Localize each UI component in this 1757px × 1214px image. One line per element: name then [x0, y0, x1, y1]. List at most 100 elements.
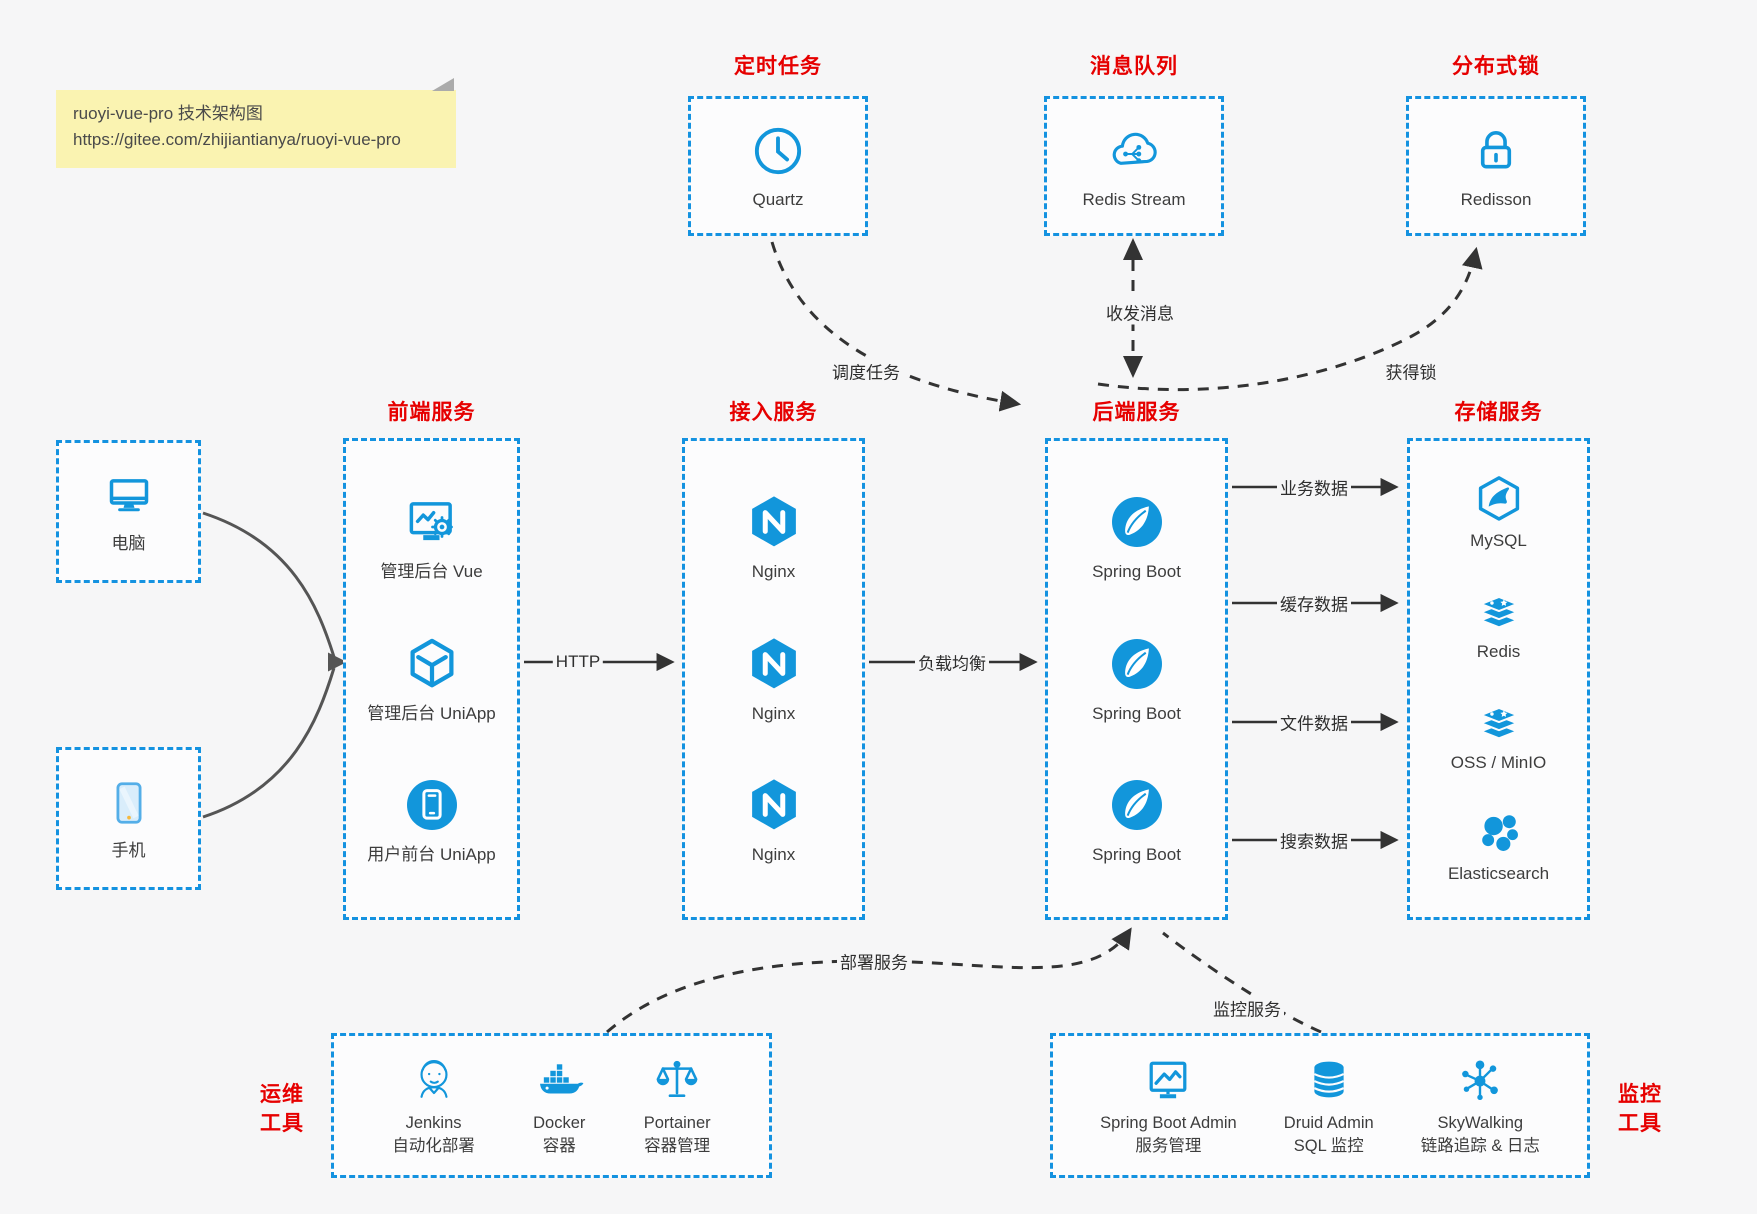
- lock-icon: [1467, 122, 1525, 180]
- item-label: MySQL: [1470, 531, 1527, 550]
- tool-item: SkyWalking 链路追踪 & 日志: [1421, 1054, 1540, 1158]
- service-item: Redisson: [1460, 122, 1532, 211]
- service-item: Elasticsearch: [1410, 806, 1587, 885]
- sticky-note: ruoyi-vue-pro 技术架构图 https://gitee.com/zh…: [56, 78, 456, 168]
- edge-label-acquire-lock: 获得锁: [1382, 358, 1440, 384]
- edge-monitor-service: [1162, 931, 1322, 1034]
- section-title-backend-services: 后端服务: [1092, 401, 1181, 424]
- redis-icon: [1473, 584, 1525, 636]
- admin-vue-icon: [402, 492, 462, 552]
- service-item: Spring Boot: [1048, 492, 1225, 583]
- item-label: Spring Boot: [1092, 845, 1181, 865]
- item-sublabel: 容器管理: [644, 1136, 711, 1155]
- devops-title-line1: 运维: [260, 1083, 304, 1106]
- item-label: Redis: [1476, 642, 1521, 661]
- item-label: Elasticsearch: [1447, 864, 1550, 883]
- tool-item: Spring Boot Admin 服务管理: [1100, 1054, 1237, 1158]
- item-label: Nginx: [751, 845, 796, 865]
- item-label: 用户前台 UniApp: [367, 845, 496, 865]
- edge-label-file-data: 文件数据: [1277, 709, 1351, 735]
- section-title-distributed-lock: 分布式锁: [1452, 55, 1540, 78]
- redis-stream-box: Redis Stream: [1044, 96, 1224, 236]
- item-label: Portainer: [643, 1113, 711, 1132]
- item-sublabel: 服务管理: [1135, 1136, 1202, 1155]
- item-sublabel: 链路追踪 & 日志: [1420, 1136, 1540, 1155]
- desktop-icon: [101, 468, 157, 524]
- edge-label-monitor-service: 监控服务: [1210, 995, 1284, 1021]
- item-label: 管理后台 Vue: [380, 561, 483, 581]
- item-label: OSS / MinIO: [1450, 753, 1547, 772]
- spring-boot-icon: [1107, 775, 1167, 835]
- service-item: Nginx: [685, 634, 862, 725]
- frontend-services-box: 管理后台 Vue 管理后台 UniApp 用户前台 UniApp: [343, 438, 520, 920]
- item-label: Redisson: [1460, 189, 1532, 209]
- item-sublabel: 自动化部署: [392, 1136, 475, 1155]
- item-label: Spring Boot: [1092, 703, 1181, 723]
- section-title-scheduled-task: 定时任务: [734, 55, 822, 78]
- monitoring-title-line1: 监控: [1618, 1083, 1662, 1106]
- jenkins-icon: [408, 1054, 460, 1106]
- service-item: 管理后台 UniApp: [346, 634, 517, 725]
- edge-phone-to-frontend: [202, 667, 336, 819]
- section-title-frontend-services: 前端服务: [387, 401, 476, 424]
- mysql-icon: [1473, 473, 1525, 525]
- edge-pc-to-frontend: [202, 511, 336, 658]
- nginx-icon: [744, 634, 804, 694]
- edge-acquire-lock: [1097, 246, 1483, 392]
- quartz-box: Quartz: [688, 96, 868, 236]
- service-item: Nginx: [685, 775, 862, 866]
- client-item: 手机: [101, 775, 157, 862]
- item-label: 手机: [111, 841, 146, 860]
- tool-item: Jenkins 自动化部署: [392, 1054, 475, 1158]
- frontend-items: 管理后台 Vue 管理后台 UniApp 用户前台 UniApp: [346, 441, 517, 917]
- client-item: 电脑: [101, 468, 157, 555]
- item-label: Spring Boot: [1092, 561, 1181, 581]
- edge-label-deploy-service: 部署服务: [837, 948, 911, 974]
- druid-icon: [1303, 1054, 1355, 1106]
- service-item: 用户前台 UniApp: [346, 775, 517, 866]
- item-label: 电脑: [111, 534, 146, 553]
- edge-label-business-data: 业务数据: [1277, 474, 1351, 500]
- message-cloud-icon: [1105, 122, 1163, 180]
- client-edges: [202, 511, 347, 819]
- phone-client-box: 手机: [56, 747, 201, 890]
- tool-item: Portainer 容器管理: [644, 1054, 711, 1158]
- item-label: SkyWalking: [1437, 1113, 1524, 1132]
- item-label: Jenkins: [405, 1113, 462, 1132]
- item-label: Nginx: [751, 703, 796, 723]
- item-sublabel: SQL 监控: [1293, 1136, 1364, 1155]
- edge-deploy-service: [606, 927, 1132, 1034]
- service-item: MySQL: [1410, 473, 1587, 552]
- service-item: OSS / MinIO: [1410, 695, 1587, 774]
- section-title-gateway-services: 接入服务: [729, 401, 818, 424]
- nginx-icon: [744, 492, 804, 552]
- monitoring-title-line2: 工具: [1618, 1112, 1662, 1135]
- service-item: Quartz: [749, 122, 807, 211]
- section-title-message-queue: 消息队列: [1090, 55, 1178, 78]
- item-label: Docker: [533, 1113, 586, 1132]
- note-title: ruoyi-vue-pro 技术架构图: [73, 104, 263, 123]
- edge-label-load-balance: 负载均衡: [915, 649, 989, 675]
- spring-boot-icon: [1107, 634, 1167, 694]
- note-fold-corner-icon: [432, 78, 454, 91]
- service-item: Spring Boot: [1048, 775, 1225, 866]
- clock-icon: [749, 122, 807, 180]
- item-label: Spring Boot Admin: [1100, 1113, 1237, 1132]
- service-item: Nginx: [685, 492, 862, 583]
- edge-client-arrowhead: [328, 652, 347, 672]
- docker-icon: [533, 1054, 585, 1106]
- service-item: Redis: [1410, 584, 1587, 663]
- spring-boot-icon: [1107, 492, 1167, 552]
- edge-label-schedule-task: 调度任务: [829, 358, 903, 384]
